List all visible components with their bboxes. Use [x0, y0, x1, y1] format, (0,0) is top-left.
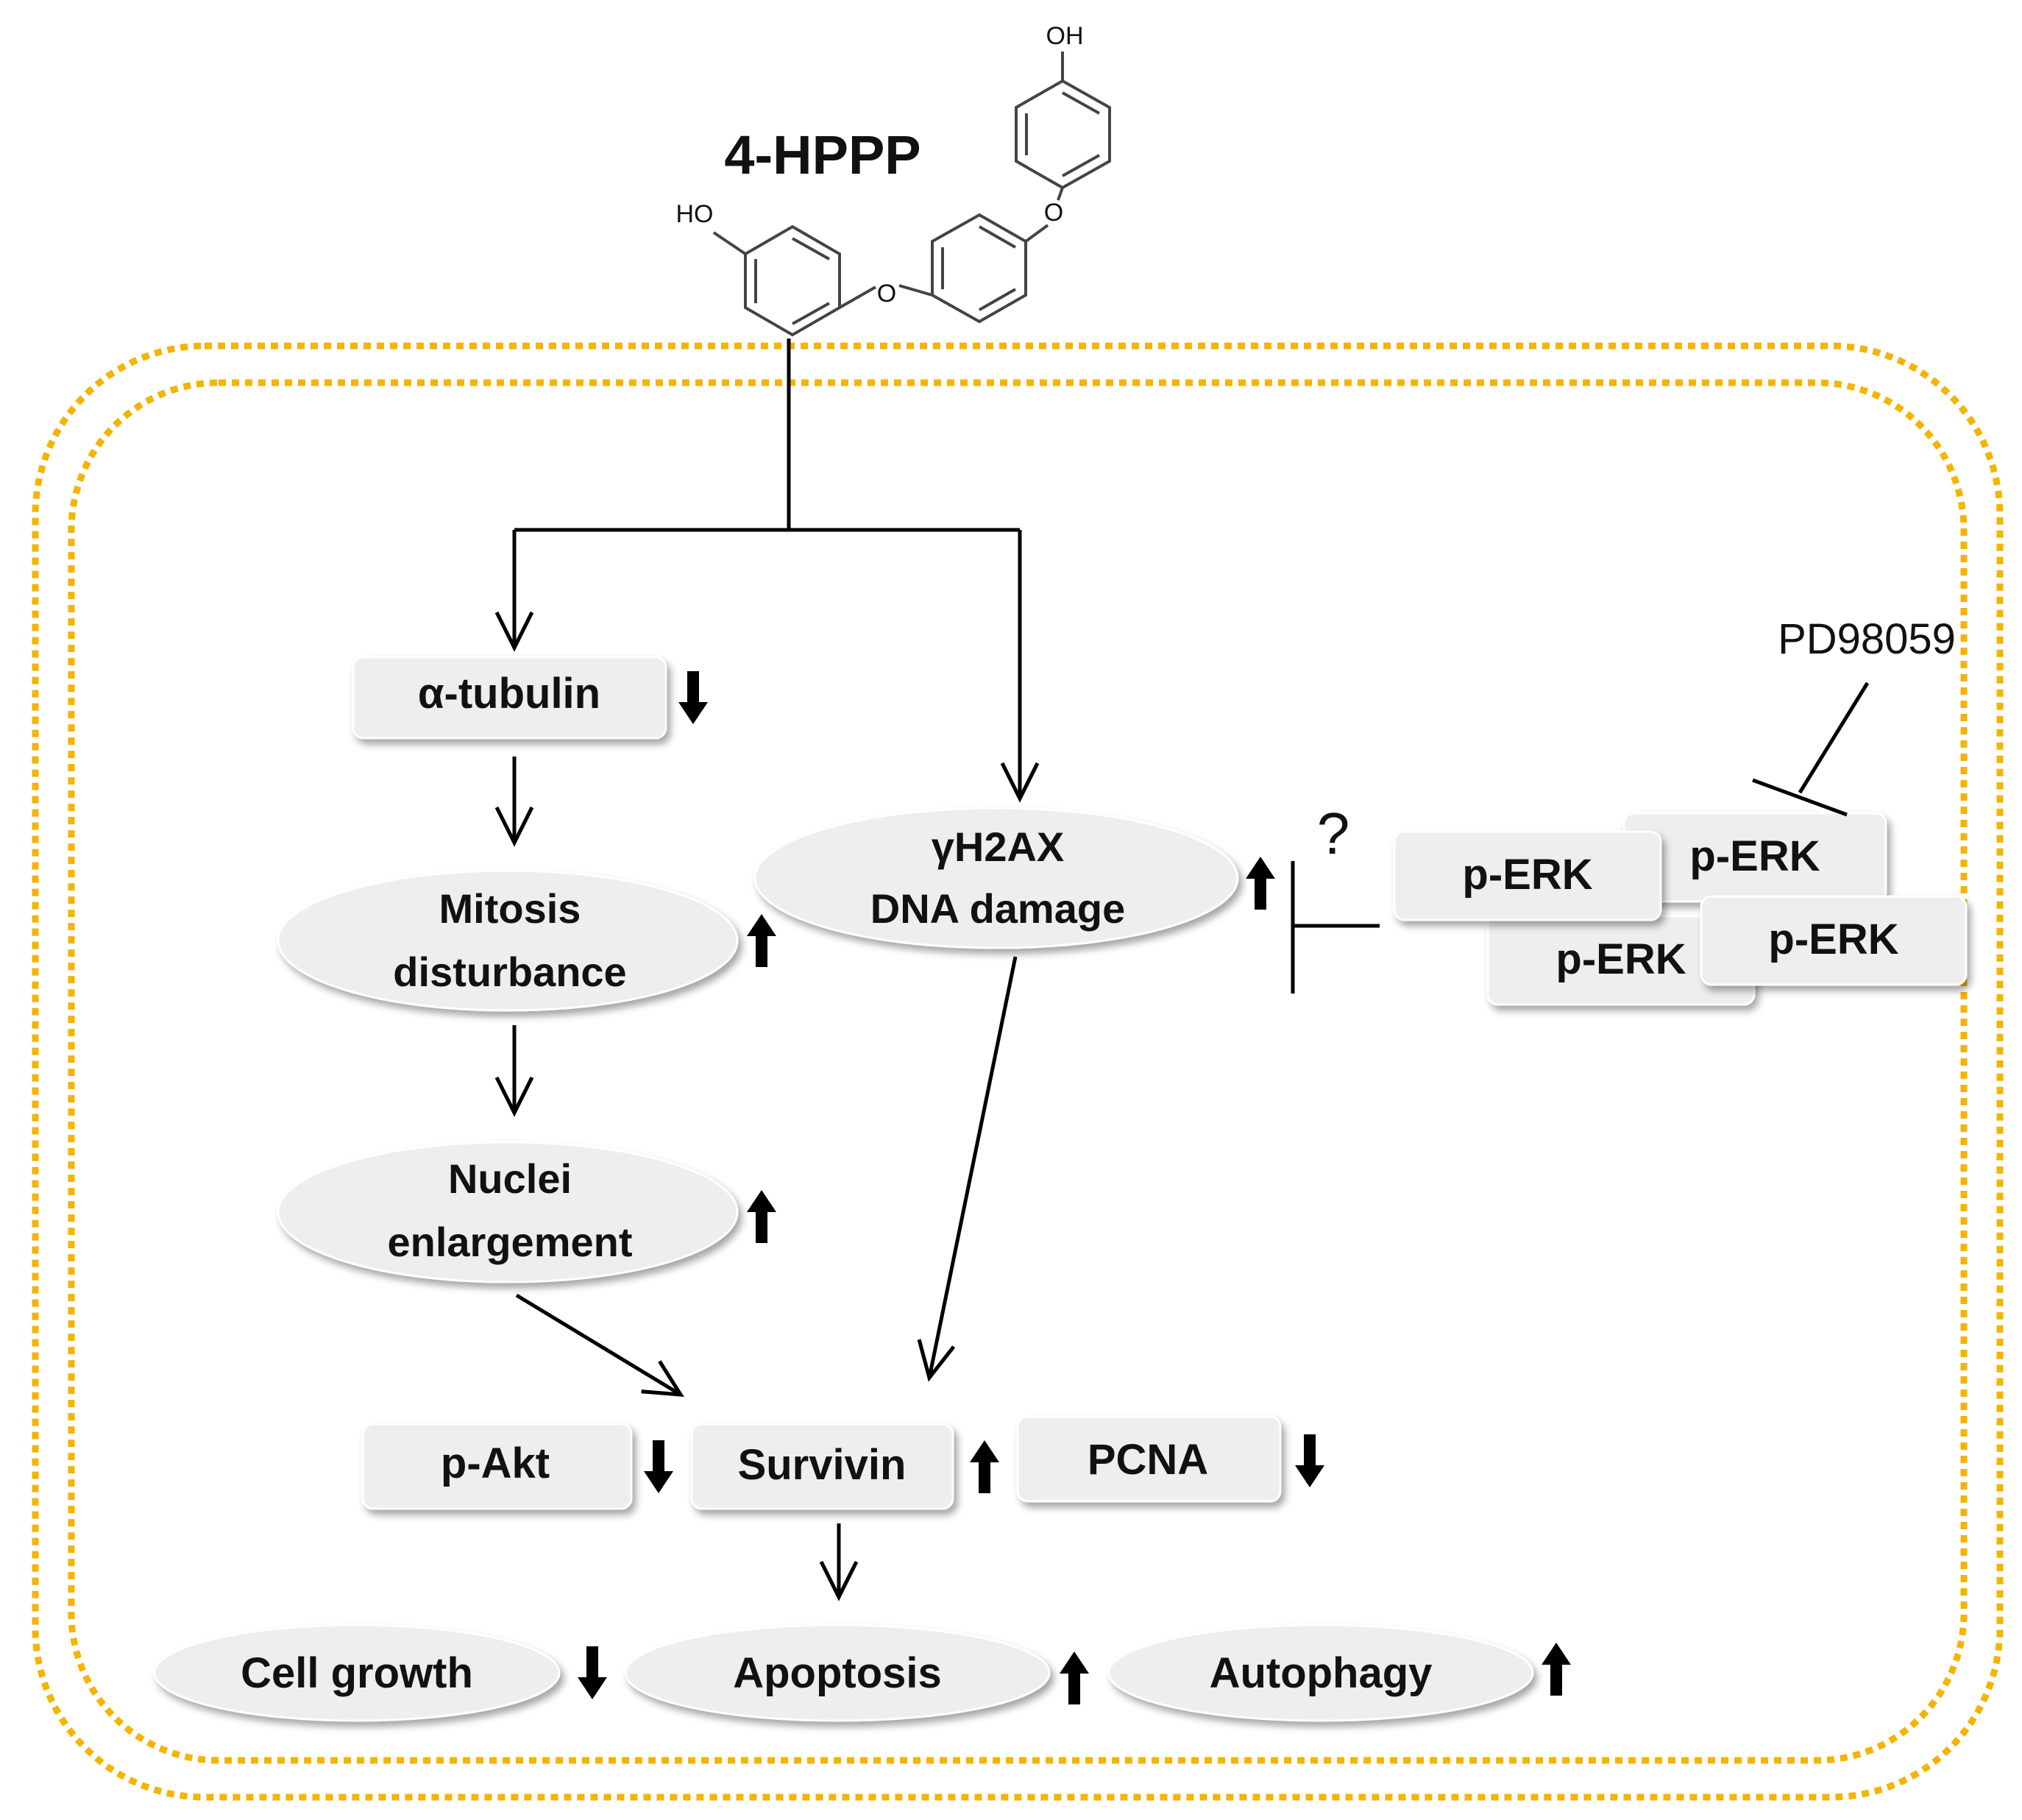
node-h2ax-label-2: DNA damage — [870, 885, 1125, 932]
atom-oxygen-1: O — [877, 280, 896, 308]
node-autophagy — [1107, 1624, 1534, 1722]
up-arrow-icon — [1060, 1651, 1089, 1704]
node-perk-left-label: p-ERK — [1462, 851, 1592, 899]
up-arrow-icon — [1542, 1643, 1571, 1696]
node-perk-right — [1700, 895, 1968, 986]
node-perk-right-label: p-ERK — [1768, 916, 1898, 963]
inhibitor-label: PD98059 — [1778, 615, 1956, 663]
node-autophagy-label: Autophagy — [1210, 1649, 1433, 1697]
up-arrow-icon — [747, 1190, 776, 1243]
node-h2ax-label-1: γH2AX — [932, 824, 1065, 870]
node-tubulin — [352, 656, 667, 740]
edge-nuclei-survivin — [515, 1293, 684, 1397]
uncertain-mark: ? — [1317, 801, 1350, 866]
node-tubulin-label: α-tubulin — [418, 670, 600, 718]
node-apoptosis-label: Apoptosis — [733, 1649, 942, 1697]
node-mitosis-label-2: disturbance — [393, 949, 626, 995]
inhibitor-bar — [1752, 778, 1848, 817]
atom-hydroxyl-left: HO — [676, 200, 714, 228]
node-nuclei-label-1: Nuclei — [448, 1155, 572, 1202]
node-nuclei — [277, 1141, 739, 1283]
node-cell-growth-label: Cell growth — [241, 1649, 473, 1697]
node-mitosis — [277, 869, 739, 1012]
up-arrow-icon — [970, 1440, 999, 1493]
atom-hydroxyl-top: OH — [1046, 22, 1084, 50]
down-arrow-icon — [1295, 1434, 1324, 1487]
node-survivin-label: Survivin — [738, 1441, 907, 1489]
node-nuclei-label-2: enlargement — [388, 1219, 633, 1265]
cell-membrane-outer — [32, 342, 2004, 1801]
node-survivin — [690, 1423, 954, 1510]
node-apoptosis — [624, 1624, 1051, 1722]
down-arrow-icon — [578, 1646, 607, 1699]
node-perk-left — [1393, 830, 1662, 921]
up-arrow-icon — [1246, 857, 1275, 910]
compound-structure — [712, 52, 1111, 337]
cell-membrane-inner — [68, 379, 1968, 1764]
node-cell-growth — [153, 1624, 561, 1722]
up-arrow-icon — [747, 914, 776, 967]
edge-inhibitor — [1798, 681, 1870, 794]
node-pakt — [361, 1423, 633, 1510]
node-pakt-label: p-Akt — [441, 1440, 550, 1487]
atom-oxygen-2: O — [1044, 199, 1063, 227]
down-arrow-icon — [678, 671, 708, 724]
node-perk-back-label: p-ERK — [1689, 832, 1820, 880]
down-arrow-icon — [644, 1440, 673, 1493]
edge-h2ax-survivin — [917, 956, 1018, 1382]
node-h2ax — [753, 807, 1239, 949]
node-pcna-label: PCNA — [1088, 1436, 1208, 1484]
node-pcna — [1016, 1415, 1282, 1503]
node-perk-mid-label: p-ERK — [1555, 935, 1686, 983]
node-mitosis-label-1: Mitosis — [439, 885, 581, 932]
compound-name: 4-HPPP — [724, 124, 920, 185]
